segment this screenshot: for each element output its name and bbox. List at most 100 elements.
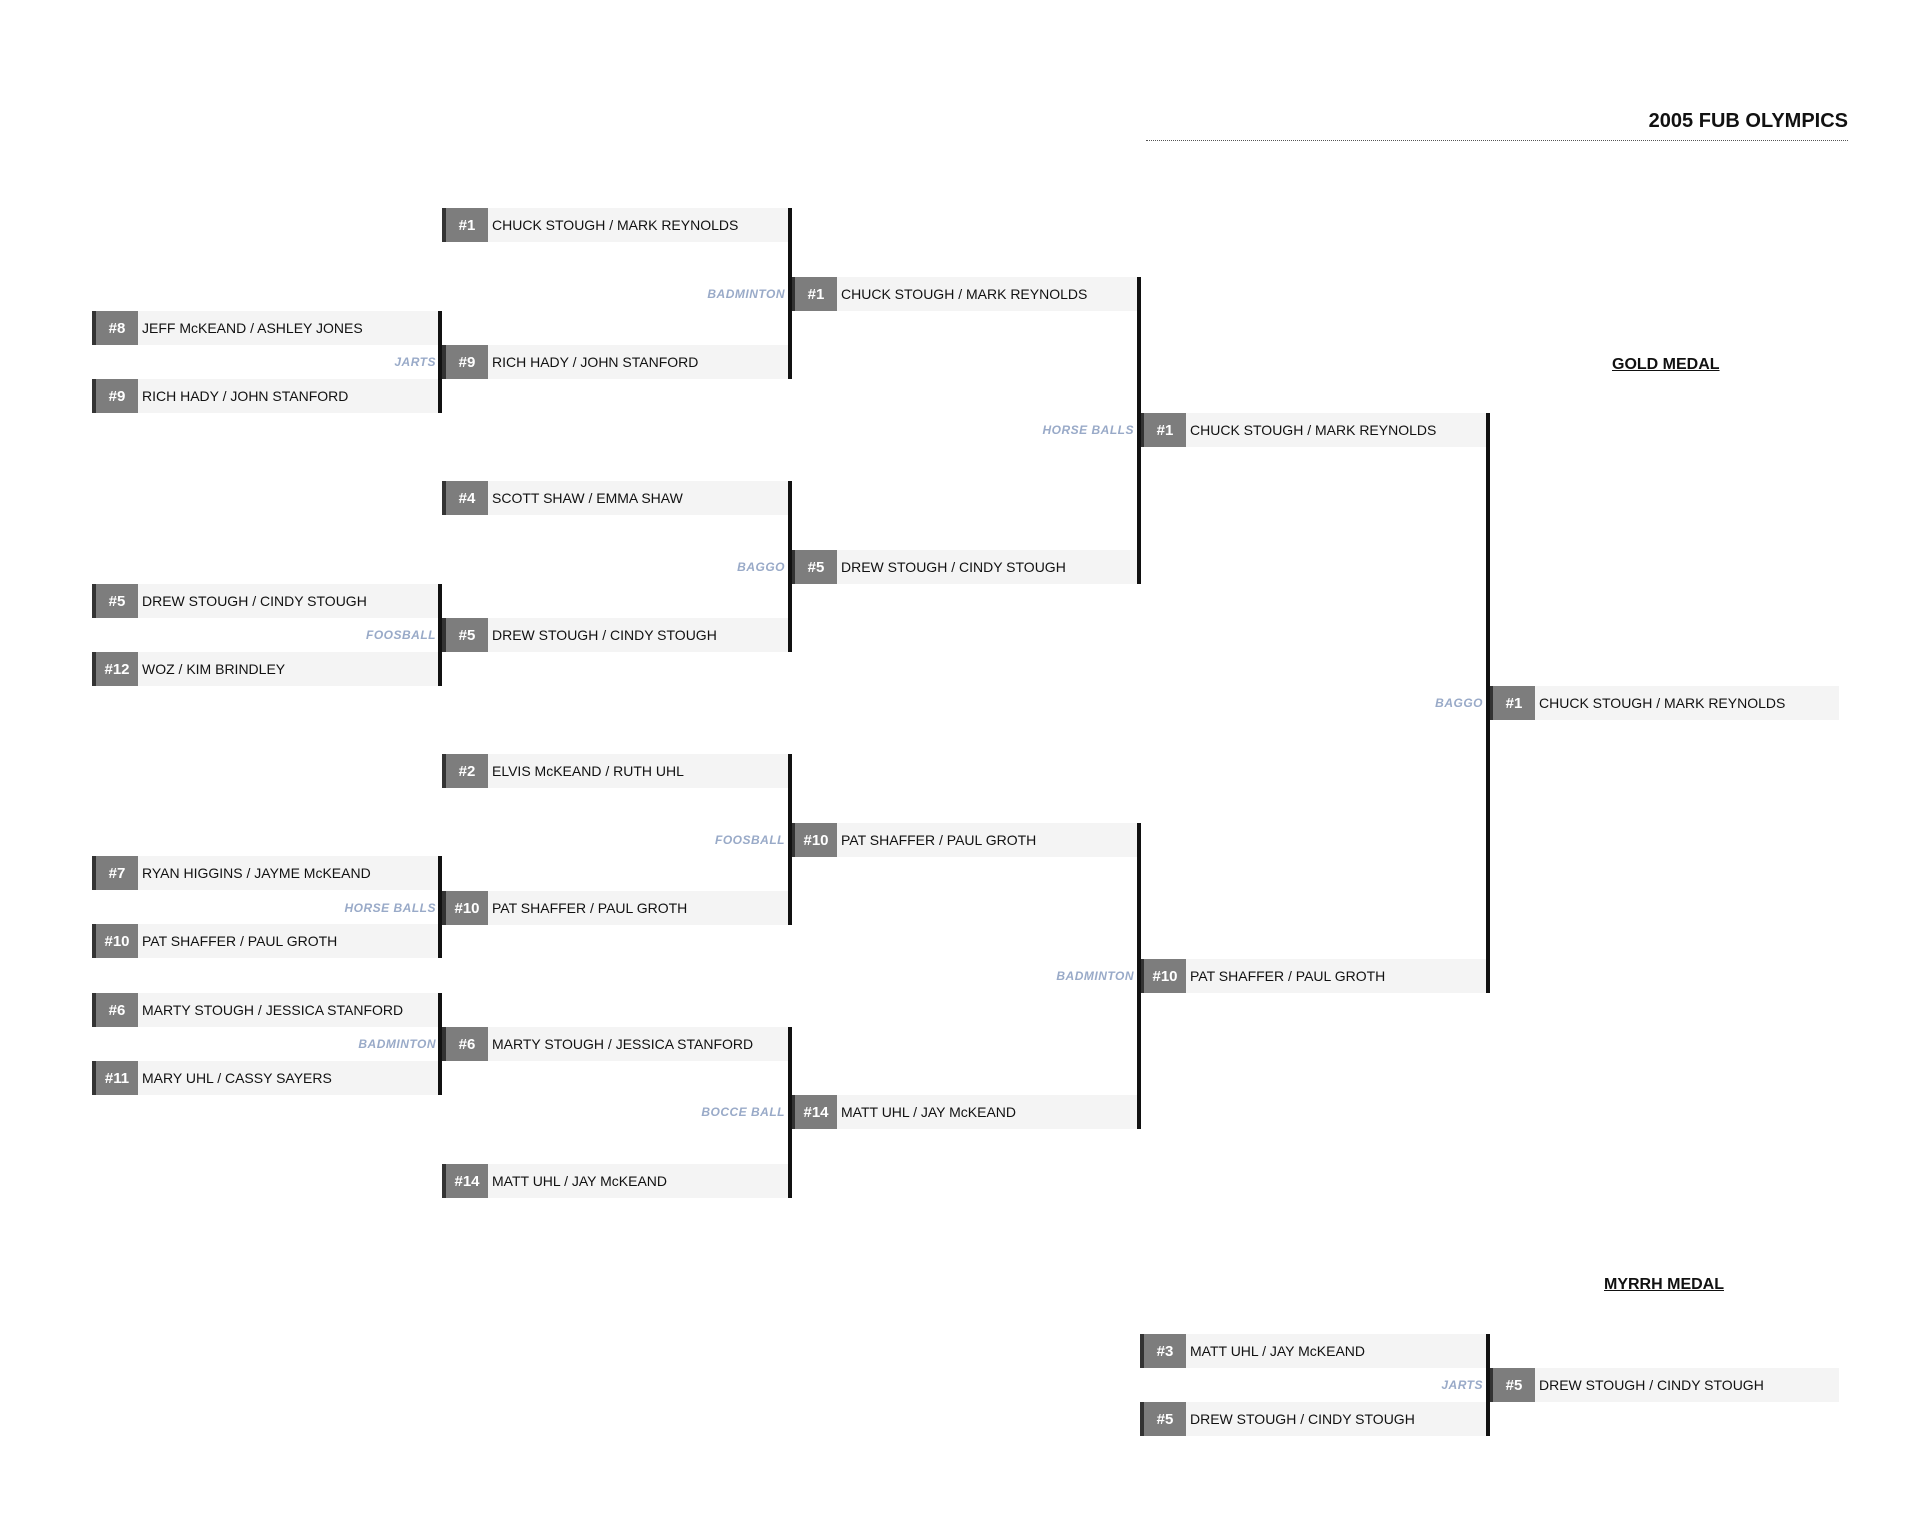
game-label: JARTS (1441, 1378, 1483, 1392)
seed-badge: #10 (96, 924, 138, 958)
seed-badge: #11 (96, 1061, 138, 1095)
team-name: JEFF McKEAND / ASHLEY JONES (142, 320, 363, 336)
team-name: CHUCK STOUGH / MARK REYNOLDS (841, 286, 1088, 302)
game-label: FOOSBALL (366, 628, 436, 642)
seed-badge: #9 (96, 379, 138, 413)
game-label: BAGGO (1435, 696, 1483, 710)
game-label: BAGGO (737, 560, 785, 574)
bracket-connector (1486, 1334, 1490, 1436)
bracket-connector (1137, 823, 1141, 1129)
seed-badge: #1 (1144, 413, 1186, 447)
game-label: HORSE BALLS (1042, 423, 1134, 437)
team-name: DREW STOUGH / CINDY STOUGH (142, 593, 367, 609)
title-rule (1146, 140, 1848, 141)
team-name: PAT SHAFFER / PAUL GROTH (1190, 968, 1386, 984)
bracket-connector (1137, 277, 1141, 584)
seed-badge: #2 (446, 754, 488, 788)
team-name: RICH HADY / JOHN STANFORD (142, 388, 349, 404)
bracket-connector (438, 584, 442, 686)
game-label: BOCCE BALL (701, 1105, 785, 1119)
seed-badge: #8 (96, 311, 138, 345)
seed-badge: #10 (1144, 959, 1186, 993)
seed-badge: #5 (1144, 1402, 1186, 1436)
seed-badge: #10 (446, 891, 488, 925)
seed-badge: #6 (446, 1027, 488, 1061)
seed-badge: #5 (1493, 1368, 1535, 1402)
game-label: FOOSBALL (715, 833, 785, 847)
seed-badge: #6 (96, 993, 138, 1027)
team-name: MARTY STOUGH / JESSICA STANFORD (492, 1036, 754, 1052)
team-name: CHUCK STOUGH / MARK REYNOLDS (1539, 695, 1786, 711)
team-name: PAT SHAFFER / PAUL GROTH (492, 900, 688, 916)
seed-badge: #9 (446, 345, 488, 379)
team-name: MATT UHL / JAY McKEAND (841, 1104, 1017, 1120)
team-name: DREW STOUGH / CINDY STOUGH (1190, 1411, 1415, 1427)
page-title: 2005 FUB OLYMPICS (1648, 110, 1848, 132)
team-name: SCOTT SHAW / EMMA SHAW (492, 490, 683, 506)
bracket-connector (788, 481, 792, 652)
seed-badge: #5 (795, 550, 837, 584)
team-name: DREW STOUGH / CINDY STOUGH (841, 559, 1066, 575)
team-name: PAT SHAFFER / PAUL GROTH (841, 832, 1037, 848)
bracket-connector (788, 1027, 792, 1198)
team-name: MATT UHL / JAY McKEAND (1190, 1343, 1366, 1359)
seed-badge: #1 (795, 277, 837, 311)
gold-medal-heading: GOLD MEDAL (1612, 356, 1720, 373)
game-label: JARTS (394, 355, 436, 369)
seed-badge: #10 (795, 823, 837, 857)
game-label: BADMINTON (358, 1037, 436, 1051)
bracket-connector (438, 311, 442, 413)
team-name: WOZ / KIM BRINDLEY (142, 661, 286, 677)
seed-badge: #7 (96, 856, 138, 890)
team-name: RYAN HIGGINS / JAYME McKEAND (142, 865, 371, 881)
bracket-connector (438, 993, 442, 1095)
seed-badge: #4 (446, 481, 488, 515)
myrrh-medal-heading: MYRRH MEDAL (1604, 1276, 1724, 1293)
team-name: DREW STOUGH / CINDY STOUGH (1539, 1377, 1764, 1393)
bracket-connector (788, 754, 792, 925)
seed-badge: #12 (96, 652, 138, 686)
team-name: CHUCK STOUGH / MARK REYNOLDS (1190, 422, 1437, 438)
game-label: BADMINTON (1056, 969, 1134, 983)
team-name: ELVIS McKEAND / RUTH UHL (492, 763, 684, 779)
team-name: MATT UHL / JAY McKEAND (492, 1173, 668, 1189)
seed-badge: #1 (446, 208, 488, 242)
team-name: RICH HADY / JOHN STANFORD (492, 354, 699, 370)
seed-badge: #3 (1144, 1334, 1186, 1368)
seed-badge: #14 (446, 1164, 488, 1198)
bracket-connector (1486, 413, 1490, 993)
team-name: PAT SHAFFER / PAUL GROTH (142, 933, 338, 949)
team-name: DREW STOUGH / CINDY STOUGH (492, 627, 717, 643)
bracket-connector (438, 856, 442, 958)
seed-badge: #1 (1493, 686, 1535, 720)
team-name: CHUCK STOUGH / MARK REYNOLDS (492, 217, 739, 233)
team-name: MARY UHL / CASSY SAYERS (142, 1070, 332, 1086)
game-label: HORSE BALLS (344, 901, 436, 915)
seed-badge: #14 (795, 1095, 837, 1129)
